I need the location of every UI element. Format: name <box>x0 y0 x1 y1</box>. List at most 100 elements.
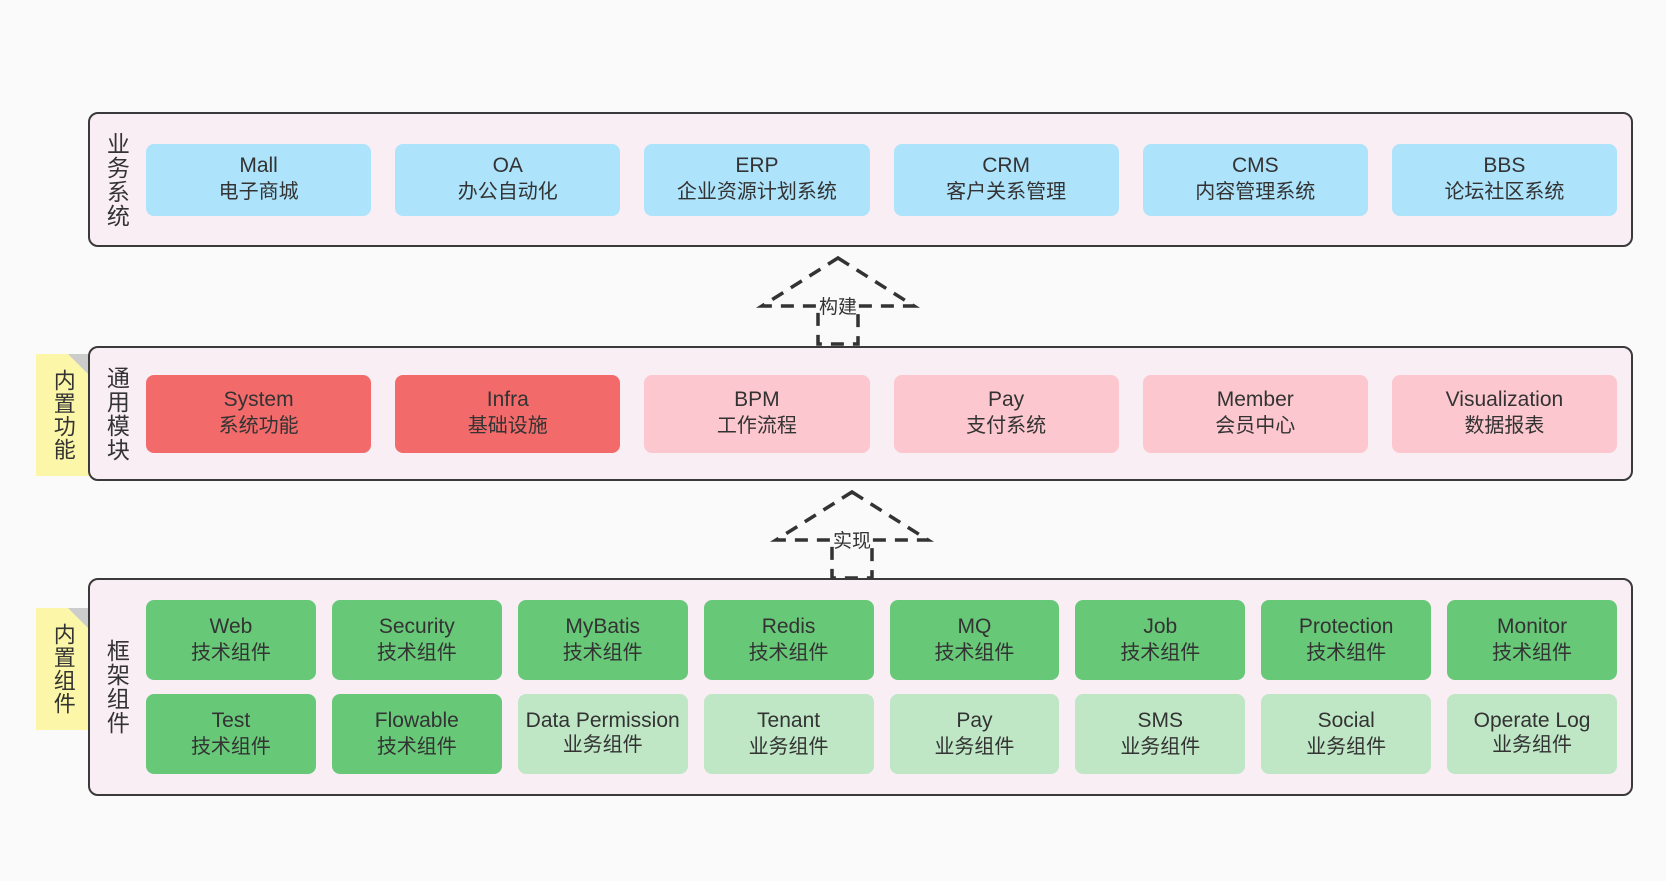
card-title: Security <box>378 614 455 638</box>
sticky-note-builtin-component: 内置组件 <box>36 608 90 730</box>
card-subtitle: 技术组件 <box>190 735 271 758</box>
sticky-fold-corner-icon <box>68 354 90 376</box>
module-card-infra[interactable]: Infra 基础设施 <box>395 374 621 453</box>
card-title: Social <box>1317 708 1375 732</box>
business-card-erp[interactable]: ERP 企业资源计划系统 <box>644 143 870 216</box>
card-title: Test <box>211 708 251 732</box>
framework-card-tenant[interactable]: Tenant 业务组件 <box>703 694 874 774</box>
card-subtitle: 业务组件 <box>748 735 829 758</box>
relation-implement-label: 实现 <box>832 531 872 552</box>
framework-card-social[interactable]: Social 业务组件 <box>1261 694 1432 774</box>
business-card-mall[interactable]: Mall 电子商城 <box>146 143 372 216</box>
card-title: Visualization <box>1445 388 1564 412</box>
relation-build-label: 构建 <box>818 297 858 318</box>
module-card-visualization[interactable]: Visualization 数据报表 <box>1391 374 1618 453</box>
module-card-bpm[interactable]: BPM 工作流程 <box>644 374 870 453</box>
card-subtitle: 论坛社区系统 <box>1444 181 1565 204</box>
card-subtitle: 技术组件 <box>376 735 457 758</box>
card-subtitle: 业务组件 <box>934 735 1015 758</box>
card-subtitle: 会员中心 <box>1215 415 1296 438</box>
card-subtitle: 业务组件 <box>562 734 643 757</box>
framework-card-flowable[interactable]: Flowable 技术组件 <box>331 694 502 774</box>
sticky-fold-corner-icon <box>68 608 90 630</box>
card-subtitle: 技术组件 <box>376 641 457 664</box>
framework-card-sms[interactable]: SMS 业务组件 <box>1075 694 1246 774</box>
card-title: Pay <box>956 708 993 732</box>
card-title: Infra <box>486 388 529 412</box>
card-title: BBS <box>1483 154 1526 178</box>
card-subtitle: 内容管理系统 <box>1195 181 1316 204</box>
business-card-bbs[interactable]: BBS 论坛社区系统 <box>1391 143 1618 216</box>
card-subtitle: 支付系统 <box>966 415 1047 438</box>
relation-implement: 实现 <box>762 486 942 581</box>
card-title: Member <box>1216 388 1294 412</box>
card-subtitle: 业务组件 <box>1306 735 1387 758</box>
common-module-layer-body: System 系统功能 Infra 基础设施 BPM 工作流程 Pay 支付系统 Member 会… <box>142 348 1631 479</box>
card-subtitle: 基础设施 <box>467 415 548 438</box>
framework-card-web[interactable]: Web 技术组件 <box>146 600 316 680</box>
card-subtitle: 系统功能 <box>218 415 299 438</box>
framework-card-security[interactable]: Security 技术组件 <box>331 600 502 680</box>
card-subtitle: 办公自动化 <box>457 181 558 204</box>
sticky-note-builtin-feature: 内置功能 <box>36 354 90 476</box>
card-title: Data Permission <box>525 709 680 733</box>
framework-card-monitor[interactable]: Monitor 技术组件 <box>1447 600 1617 680</box>
card-title: ERP <box>735 154 779 178</box>
module-card-system[interactable]: System 系统功能 <box>146 374 372 453</box>
card-title: Pay <box>988 388 1025 412</box>
card-subtitle: 技术组件 <box>1492 641 1573 664</box>
common-module-row: System 系统功能 Infra 基础设施 BPM 工作流程 Pay 支付系统 Member 会… <box>146 374 1618 453</box>
common-module-layer: 通用模块 System 系统功能 Infra 基础设施 BPM 工作流程 Pay 支付系统 Me… <box>88 346 1633 481</box>
card-subtitle: 技术组件 <box>190 641 271 664</box>
build-arrow-outline <box>755 255 921 346</box>
framework-component-layer-title: 框架组件 <box>103 639 130 735</box>
card-title: SMS <box>1137 708 1184 732</box>
card-title: Monitor <box>1497 614 1568 638</box>
card-subtitle: 企业资源计划系统 <box>676 181 837 204</box>
card-subtitle: 技术组件 <box>562 641 643 664</box>
card-subtitle: 技术组件 <box>1120 641 1201 664</box>
business-card-cms[interactable]: CMS 内容管理系统 <box>1142 143 1368 216</box>
business-card-crm[interactable]: CRM 客户关系管理 <box>893 143 1119 216</box>
card-title: Redis <box>761 614 816 638</box>
card-title: BPM <box>734 388 780 412</box>
card-subtitle: 客户关系管理 <box>946 181 1067 204</box>
card-title: CRM <box>982 154 1031 178</box>
framework-card-pay[interactable]: Pay 业务组件 <box>889 694 1060 774</box>
card-title: Protection <box>1298 614 1394 638</box>
card-title: System <box>223 388 294 412</box>
framework-card-redis[interactable]: Redis 技术组件 <box>703 600 874 680</box>
sticky-note-builtin-component-label: 内置组件 <box>50 623 76 715</box>
card-title: CMS <box>1231 154 1279 178</box>
card-subtitle: 数据报表 <box>1464 415 1545 438</box>
card-title: Flowable <box>374 708 459 732</box>
card-subtitle: 工作流程 <box>716 415 797 438</box>
card-subtitle: 电子商城 <box>218 181 299 204</box>
sticky-note-builtin-feature-label: 内置功能 <box>50 369 76 461</box>
business-system-layer-title: 业务系统 <box>103 131 130 228</box>
card-title: MyBatis <box>565 614 641 638</box>
card-title: Mall <box>239 154 278 178</box>
relation-build: 构建 <box>748 252 928 347</box>
card-title: Tenant <box>757 708 821 732</box>
framework-card-mybatis[interactable]: MyBatis 技术组件 <box>517 600 688 680</box>
module-card-pay[interactable]: Pay 支付系统 <box>893 374 1119 453</box>
card-subtitle: 技术组件 <box>748 641 829 664</box>
card-title: MQ <box>957 614 992 638</box>
module-card-member[interactable]: Member 会员中心 <box>1142 374 1368 453</box>
card-title: Web <box>209 614 253 638</box>
common-module-layer-title: 通用模块 <box>103 365 130 462</box>
framework-card-test[interactable]: Test 技术组件 <box>146 694 316 774</box>
card-subtitle: 业务组件 <box>1120 735 1201 758</box>
